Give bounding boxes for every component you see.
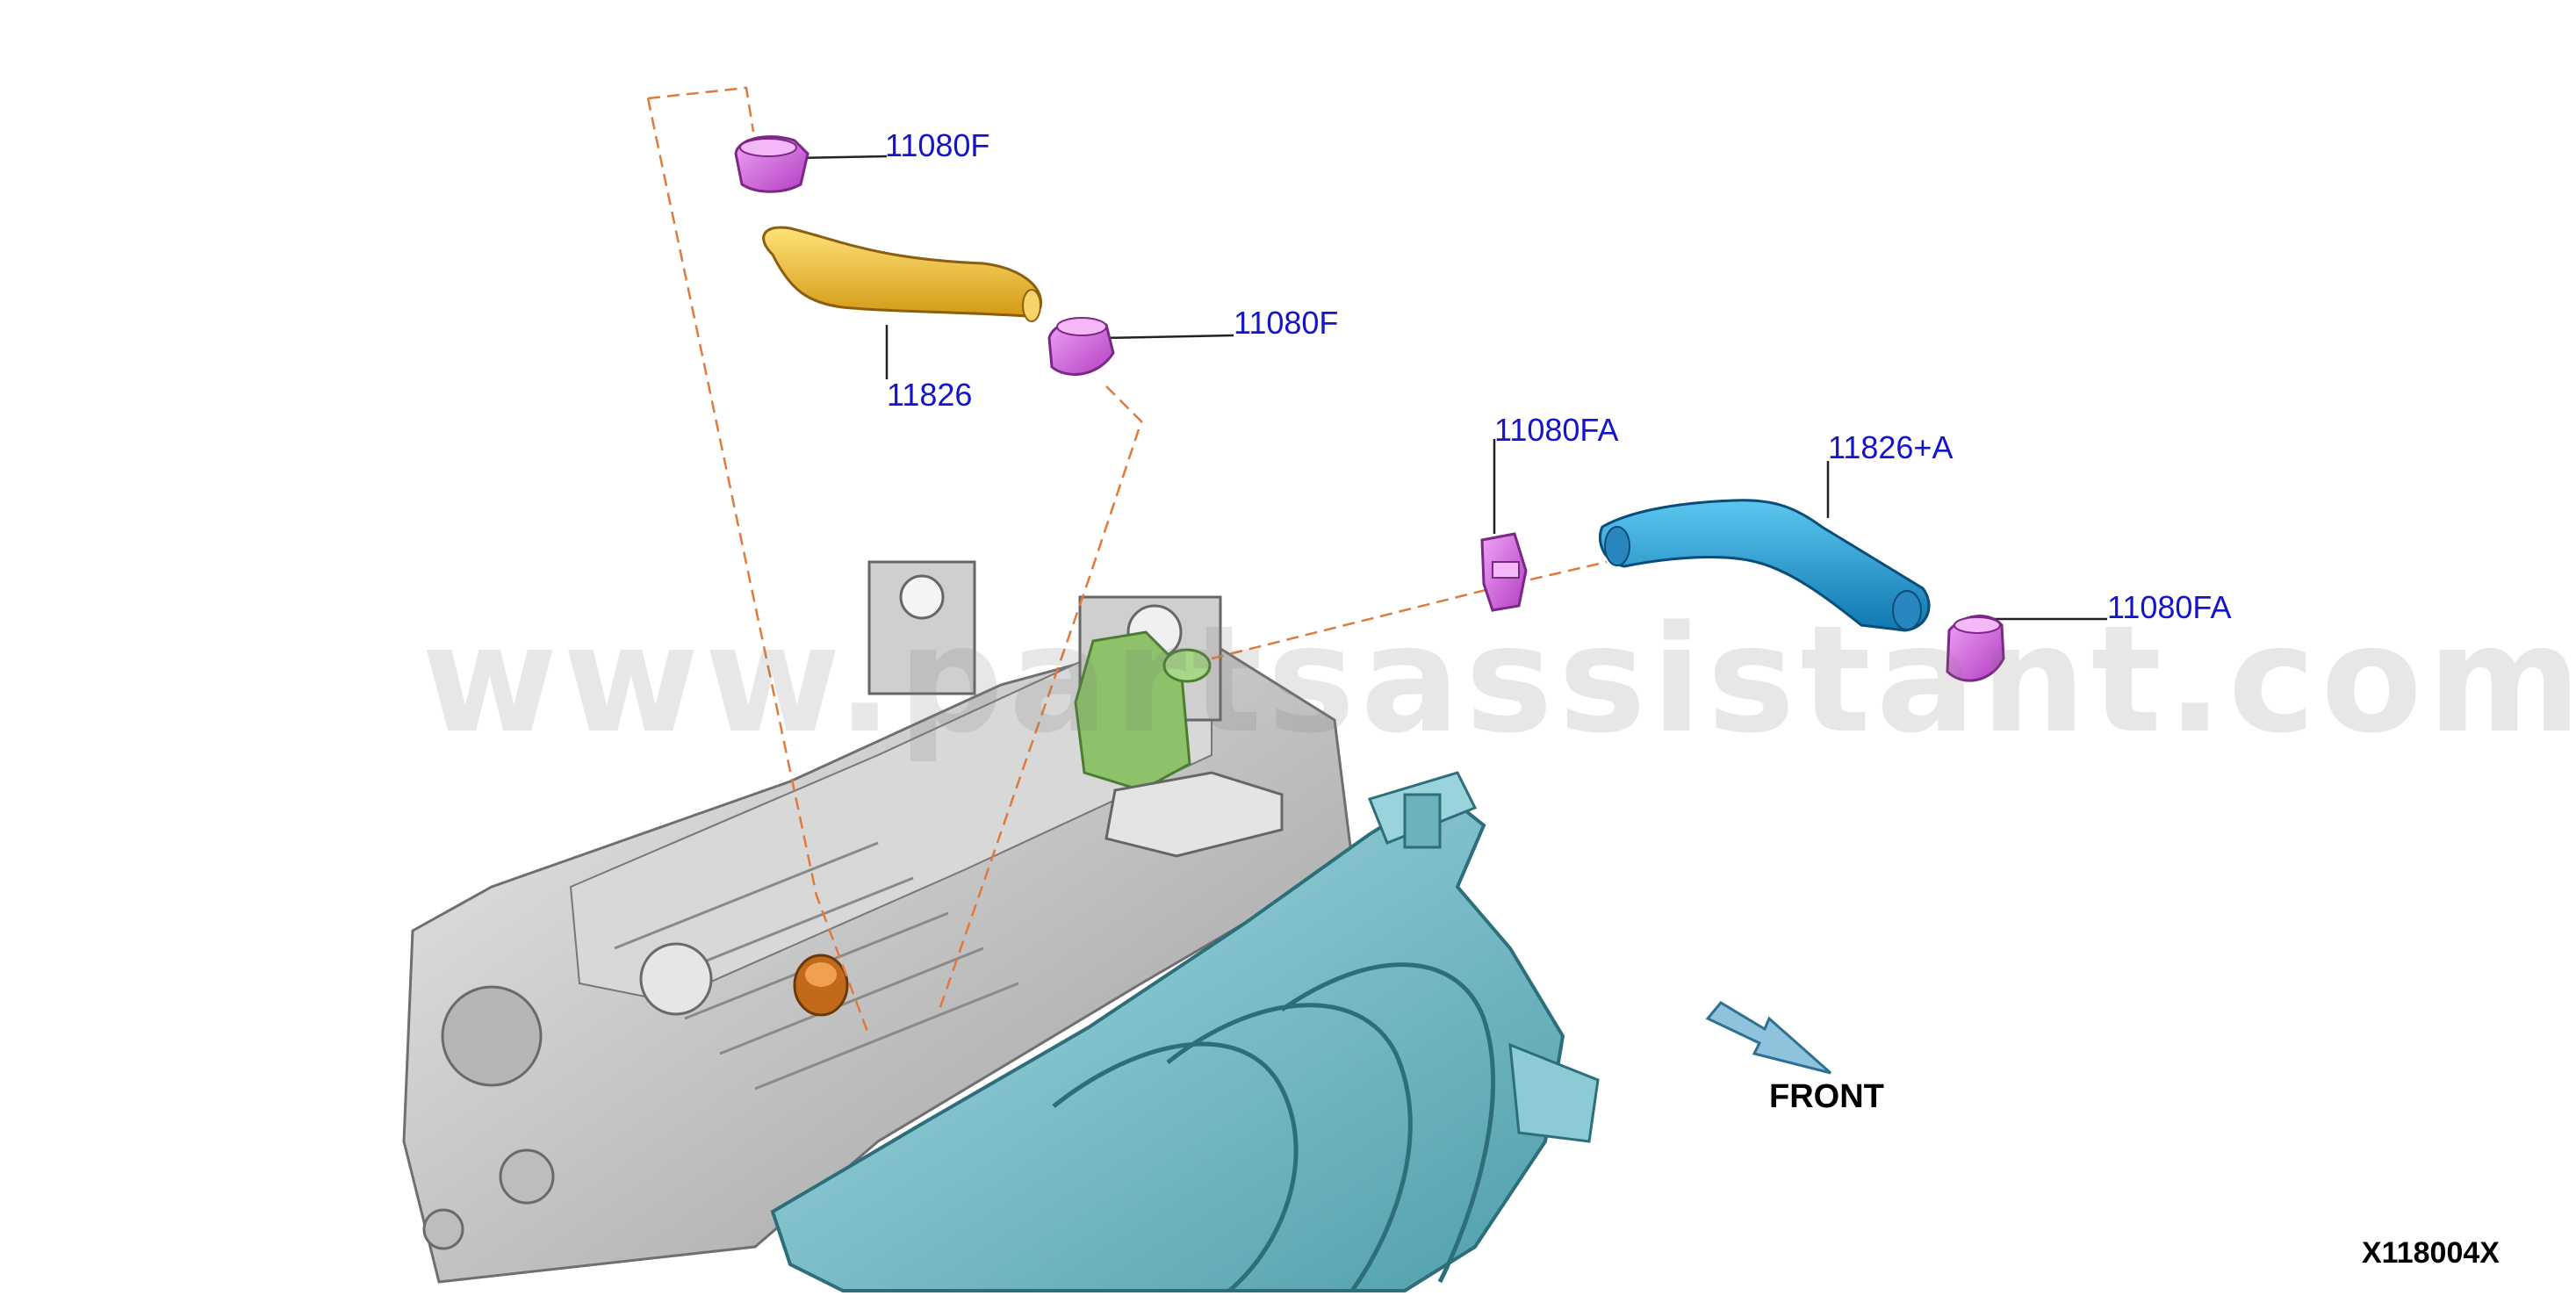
callout-hose-yellow: 11826: [887, 377, 973, 413]
front-label: FRONT: [1769, 1078, 1884, 1115]
watermark: www.partsassistant.com: [421, 594, 2576, 766]
callout-clamp-fa-right: 11080FA: [2107, 589, 2232, 625]
clamp-fa-left: [1480, 532, 1528, 612]
diagram-code: X118004X: [2362, 1236, 2500, 1270]
clamp-top: [734, 135, 809, 193]
clamp-mid: [1047, 317, 1115, 376]
pcv-valve: [1074, 630, 1284, 858]
callout-hose-blue: 11826+A: [1828, 429, 1954, 465]
callout-clamp-mid: 11080F: [1234, 305, 1339, 341]
leader-lines: [646, 86, 1608, 1037]
front-arrow-icon: [1705, 1001, 1831, 1075]
callout-clamp-fa-left: 11080FA: [1494, 412, 1619, 448]
orange-fitting: [793, 954, 849, 1017]
callout-leaders: [794, 155, 2107, 621]
blue-hose: [1598, 499, 1931, 632]
yellow-hose: [762, 226, 1043, 322]
callout-clamp-top: 11080F: [885, 127, 990, 163]
intake-manifold: [770, 771, 1600, 1292]
clamp-fa-right: [1946, 615, 2005, 682]
